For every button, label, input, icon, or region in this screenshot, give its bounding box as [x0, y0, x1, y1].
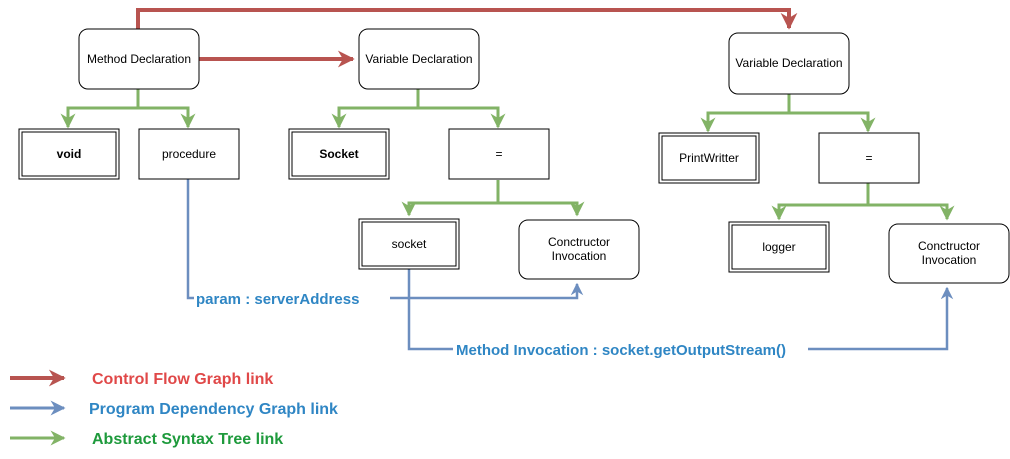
- node-socket-type-label: Socket: [319, 147, 358, 161]
- node-void-label: void: [57, 147, 82, 161]
- ast-edge-method-to-void: [60, 89, 140, 129]
- legend-item-cfg: Control Flow Graph link: [10, 369, 273, 388]
- node-assign-1-label: =: [495, 147, 502, 161]
- legend-cfg-label: Control Flow Graph link: [92, 371, 273, 388]
- ast-edge-assign2-to-logger: [771, 183, 870, 221]
- method-invocation-edge-label: Method Invocation : socket.getOutputStre…: [456, 342, 786, 359]
- double-nodes: void procedure Socket = socket PrintWrit…: [18, 128, 920, 273]
- ast-edge-var1-to-socket-type: [331, 89, 420, 129]
- node-printwriter-label: PrintWritter: [679, 151, 739, 165]
- node-constructor-invocation-2-line1: Conctructor: [918, 239, 980, 253]
- node-variable-declaration-1-label: Variable Declaration: [365, 52, 472, 66]
- node-assign-2-label: =: [865, 151, 872, 165]
- method-invocation-label-bg: [453, 340, 808, 358]
- node-assign-2[interactable]: =: [818, 132, 920, 184]
- node-variable-declaration-2-label: Variable Declaration: [735, 56, 842, 70]
- ast-edge-method-to-procedure: [138, 106, 196, 129]
- legend-item-ast: Abstract Syntax Tree link: [10, 430, 283, 448]
- node-socket-var-label: socket: [392, 237, 427, 251]
- node-method-declaration-label: Method Declaration: [87, 52, 191, 66]
- param-label-bg: [194, 289, 390, 307]
- node-variable-declaration-2[interactable]: Variable Declaration: [728, 32, 850, 95]
- node-void[interactable]: void: [18, 128, 120, 180]
- node-constructor-invocation-1-line1: Conctructor: [548, 235, 610, 249]
- ast-edges: [60, 89, 955, 221]
- ast-edge-var2-to-assign-2: [789, 111, 876, 133]
- node-logger-label: logger: [762, 240, 795, 254]
- node-constructor-invocation-2[interactable]: Conctructor Invocation: [888, 223, 1010, 284]
- node-variable-declaration-1[interactable]: Variable Declaration: [358, 28, 480, 90]
- node-logger[interactable]: logger: [728, 221, 830, 273]
- pdg-edge-socket-to-ctor-2: [407, 268, 954, 351]
- cfg-edge-method-to-var-decl-2: [136, 8, 798, 30]
- node-procedure[interactable]: procedure: [138, 128, 240, 180]
- node-socket-type[interactable]: Socket: [288, 128, 390, 180]
- ast-edge-assign1-to-socket-var: [401, 180, 500, 217]
- node-printwriter[interactable]: PrintWritter: [658, 132, 760, 184]
- ast-edge-assign1-to-ctor-1: [498, 201, 585, 217]
- legend-pdg-label: Program Dependency Graph link: [89, 401, 338, 418]
- ast-edge-assign2-to-ctor-2: [868, 203, 955, 221]
- node-procedure-label: procedure: [162, 147, 216, 161]
- node-constructor-invocation-1-line2: Invocation: [552, 249, 607, 263]
- edge-labels: param : serverAddress Method Invocation …: [194, 289, 808, 359]
- node-method-declaration[interactable]: Method Declaration: [78, 28, 200, 90]
- legend: Control Flow Graph link Program Dependen…: [10, 369, 338, 448]
- node-socket-var[interactable]: socket: [358, 218, 460, 270]
- rounded-nodes: Method Declaration Variable Declaration …: [78, 28, 1010, 284]
- node-constructor-invocation-1[interactable]: Conctructor Invocation: [518, 219, 640, 280]
- cfg-edges: [136, 8, 798, 68]
- legend-ast-label: Abstract Syntax Tree link: [92, 431, 283, 448]
- param-edge-label: param : serverAddress: [196, 291, 359, 308]
- legend-item-pdg: Program Dependency Graph link: [10, 400, 338, 418]
- node-assign-1[interactable]: =: [448, 128, 550, 180]
- ast-edge-var2-to-printwriter: [700, 94, 791, 133]
- ast-edge-var1-to-assign-1: [418, 106, 506, 129]
- node-constructor-invocation-2-line2: Invocation: [922, 253, 977, 267]
